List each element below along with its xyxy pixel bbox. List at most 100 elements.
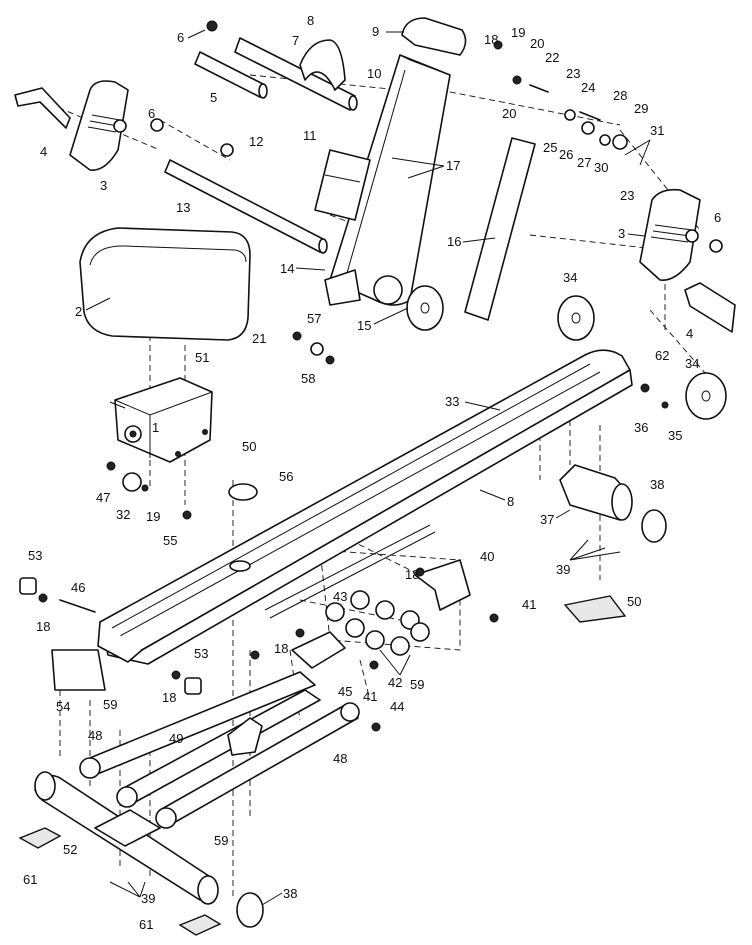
pulley-bracket bbox=[325, 559, 471, 656]
label-52: 52 bbox=[63, 842, 77, 857]
label-2: 2 bbox=[75, 304, 82, 319]
label-51: 51 bbox=[195, 350, 209, 365]
rear-foot bbox=[559, 464, 667, 543]
label-24: 24 bbox=[581, 80, 595, 95]
label-36: 36 bbox=[634, 420, 648, 435]
label-31: 31 bbox=[650, 123, 664, 138]
label-4a: 4 bbox=[40, 144, 47, 159]
label-41b: 41 bbox=[363, 689, 377, 704]
label-18c: 18 bbox=[405, 567, 419, 582]
label-6b: 6 bbox=[148, 106, 155, 121]
label-46: 46 bbox=[71, 580, 85, 595]
label-50b: 50 bbox=[627, 594, 641, 609]
label-8a: 8 bbox=[307, 13, 314, 28]
label-8b: 8 bbox=[507, 494, 514, 509]
label-54: 54 bbox=[56, 699, 70, 714]
label-48a: 48 bbox=[88, 728, 102, 743]
label-39a: 39 bbox=[556, 562, 570, 577]
label-61b: 61 bbox=[139, 917, 153, 932]
label-28: 28 bbox=[613, 88, 627, 103]
label-19b: 19 bbox=[146, 509, 160, 524]
label-34a: 34 bbox=[563, 270, 577, 285]
label-58: 58 bbox=[301, 371, 315, 386]
label-56: 56 bbox=[279, 469, 293, 484]
label-23b: 23 bbox=[620, 188, 634, 203]
seat-cushion bbox=[79, 227, 251, 341]
label-3a: 3 bbox=[100, 178, 107, 193]
label-53b: 53 bbox=[194, 646, 208, 661]
label-18b: 18 bbox=[36, 619, 50, 634]
label-6c: 6 bbox=[714, 210, 721, 225]
label-49: 49 bbox=[169, 731, 183, 746]
wheels bbox=[406, 285, 727, 420]
label-61a: 61 bbox=[23, 872, 37, 887]
label-48b: 48 bbox=[333, 751, 347, 766]
handles-left bbox=[14, 80, 129, 171]
label-16: 16 bbox=[447, 234, 461, 249]
fasteners bbox=[19, 20, 723, 732]
label-34b: 34 bbox=[685, 356, 699, 371]
label-44: 44 bbox=[390, 699, 404, 714]
label-27: 27 bbox=[577, 155, 591, 170]
label-18d: 18 bbox=[274, 641, 288, 656]
label-29: 29 bbox=[634, 101, 648, 116]
label-9: 9 bbox=[372, 24, 379, 39]
label-25: 25 bbox=[543, 140, 557, 155]
front-stabilizer bbox=[18, 595, 627, 936]
label-19a: 19 bbox=[511, 25, 525, 40]
label-53a: 53 bbox=[28, 548, 42, 563]
label-59c: 59 bbox=[214, 833, 228, 848]
label-26: 26 bbox=[559, 147, 573, 162]
label-38b: 38 bbox=[283, 886, 297, 901]
label-21: 21 bbox=[252, 331, 266, 346]
label-45: 45 bbox=[338, 684, 352, 699]
label-42: 42 bbox=[388, 675, 402, 690]
label-3b: 3 bbox=[618, 226, 625, 241]
label-20a: 20 bbox=[530, 36, 544, 51]
label-14: 14 bbox=[280, 261, 294, 276]
label-12: 12 bbox=[249, 134, 263, 149]
linkage-arms bbox=[79, 631, 360, 829]
seat-bracket bbox=[114, 377, 213, 463]
upright-assembly bbox=[314, 17, 467, 306]
handles-right bbox=[639, 188, 736, 333]
label-5: 5 bbox=[210, 90, 217, 105]
label-33: 33 bbox=[445, 394, 459, 409]
label-37: 37 bbox=[540, 512, 554, 527]
label-35: 35 bbox=[668, 428, 682, 443]
label-17: 17 bbox=[446, 158, 460, 173]
handle-tubes bbox=[164, 37, 358, 254]
label-40: 40 bbox=[480, 549, 494, 564]
label-39b: 39 bbox=[141, 891, 155, 906]
label-18a: 18 bbox=[484, 32, 498, 47]
label-22: 22 bbox=[545, 50, 559, 65]
label-13: 13 bbox=[176, 200, 190, 215]
label-23a: 23 bbox=[566, 66, 580, 81]
part-number-labels: 1 2 3 3 4 4 5 6 6 6 7 8 8 9 10 11 12 13 … bbox=[23, 13, 721, 932]
label-4b: 4 bbox=[686, 326, 693, 341]
label-55: 55 bbox=[163, 533, 177, 548]
label-10: 10 bbox=[367, 66, 381, 81]
label-47: 47 bbox=[96, 490, 110, 505]
rail-strip bbox=[464, 137, 536, 321]
label-59b: 59 bbox=[410, 677, 424, 692]
label-1: 1 bbox=[152, 420, 159, 435]
main-rail bbox=[97, 349, 633, 665]
label-20b: 20 bbox=[502, 106, 516, 121]
label-62: 62 bbox=[655, 348, 669, 363]
label-6a: 6 bbox=[177, 30, 184, 45]
label-41a: 41 bbox=[522, 597, 536, 612]
label-7: 7 bbox=[292, 33, 299, 48]
label-32: 32 bbox=[116, 507, 130, 522]
label-50a: 50 bbox=[242, 439, 256, 454]
label-43: 43 bbox=[333, 589, 347, 604]
label-59a: 59 bbox=[103, 697, 117, 712]
label-57: 57 bbox=[307, 311, 321, 326]
label-38a: 38 bbox=[650, 477, 664, 492]
label-11: 11 bbox=[303, 128, 317, 143]
label-15: 15 bbox=[357, 318, 371, 333]
label-18e: 18 bbox=[162, 690, 176, 705]
label-30: 30 bbox=[594, 160, 608, 175]
